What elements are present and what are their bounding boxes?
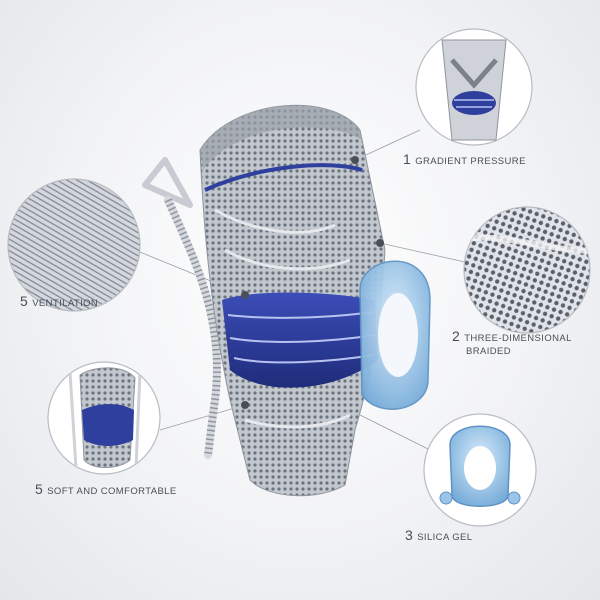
ventilation-circle [7, 178, 141, 312]
feature-number: 5 [35, 481, 44, 497]
feature-number: 1 [403, 151, 412, 167]
silicone-gel-pad [359, 260, 431, 410]
feature-number: 2 [452, 328, 461, 344]
feature-text: THREE-DIMENSIONAL [464, 333, 572, 344]
three-dimensional-circle [463, 206, 591, 334]
feature-text-line2: BRAIDED [466, 346, 512, 357]
feature-text: GRADIENT PRESSURE [415, 156, 526, 167]
knee-brace-product [199, 104, 386, 497]
spring-stabilizer [142, 157, 221, 459]
feature-text: SOFT AND COMFORTABLE [47, 486, 177, 497]
feature-number: 3 [405, 527, 414, 543]
feature-text: VENTILATION [32, 298, 99, 309]
feature-number: 5 [20, 293, 29, 309]
gradient-pressure-circle [415, 28, 533, 146]
feature-text: SILICA GEL [417, 532, 473, 543]
soft-comfortable-circle [47, 361, 161, 475]
silica-gel-circle [423, 413, 537, 527]
